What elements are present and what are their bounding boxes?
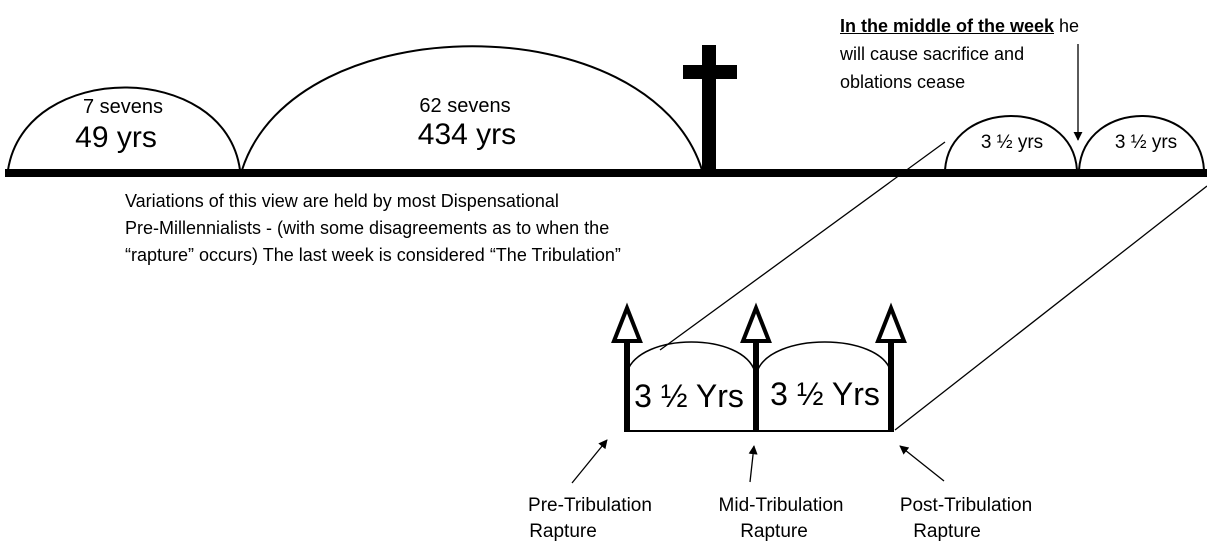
second-half-week-arc <box>1078 115 1205 171</box>
tribulation-first-half-arc <box>626 341 756 431</box>
middle-of-week-line-1: In the middle of the week he <box>840 12 1200 40</box>
seven-sevens-label: 7 sevens <box>83 96 163 118</box>
sixty-two-sevens-label: 62 sevens <box>419 95 510 117</box>
pre-tribulation-rapture-label: Rapture <box>529 521 597 542</box>
projection-line-right <box>894 185 1207 431</box>
middle-of-week-note: In the middle of the week he will cause … <box>840 12 1200 96</box>
description-line-3: “rapture” occurs) The last week is consi… <box>125 245 621 265</box>
description-line-2: Pre-Millennialists - (with some disagree… <box>125 218 610 238</box>
middle-of-week-line-3: oblations cease <box>840 72 966 92</box>
mid-tribulation-label: Mid-Tribulation <box>719 495 844 516</box>
post-tribulation-rapture-label: Rapture <box>913 521 981 542</box>
tribulation-second-half-label: 3 ½ Yrs <box>770 376 880 412</box>
middle-of-week-he: he <box>1054 16 1080 36</box>
seven-sevens-arc <box>7 86 241 171</box>
dispensational-view-note: Variations of this view are held by most… <box>125 188 785 269</box>
post-tribulation-arrow-icon <box>875 302 907 432</box>
projection-line-left <box>659 141 946 351</box>
tribulation-first-half-label: 3 ½ Yrs <box>634 378 744 414</box>
cross-icon <box>683 45 737 170</box>
second-half-week-label: 3 ½ yrs <box>1115 132 1177 153</box>
forty-nine-years-label: 49 yrs <box>75 121 157 154</box>
description-line-1: Variations of this view are held by most… <box>125 191 559 211</box>
post-tribulation-pointer <box>899 445 945 482</box>
four-thirty-four-years-label: 434 yrs <box>418 118 516 151</box>
first-half-week-label: 3 ½ yrs <box>981 132 1043 153</box>
mid-tribulation-rapture-label: Rapture <box>740 521 808 542</box>
middle-of-week-emphasis: In the middle of the week <box>840 16 1055 36</box>
tribulation-second-half-arc <box>756 341 892 431</box>
sixty-two-sevens-arc <box>241 45 703 171</box>
pre-tribulation-pointer <box>571 439 608 484</box>
middle-of-week-line-2: will cause sacrifice and <box>840 44 1025 64</box>
mid-tribulation-arrow-icon <box>740 302 772 432</box>
mid-tribulation-pointer <box>748 445 758 483</box>
pre-tribulation-label: Pre-Tribulation <box>528 495 652 516</box>
first-half-week-arc <box>944 115 1078 171</box>
pre-tribulation-arrow-icon <box>611 302 643 432</box>
post-tribulation-label: Post-Tribulation <box>900 495 1032 516</box>
